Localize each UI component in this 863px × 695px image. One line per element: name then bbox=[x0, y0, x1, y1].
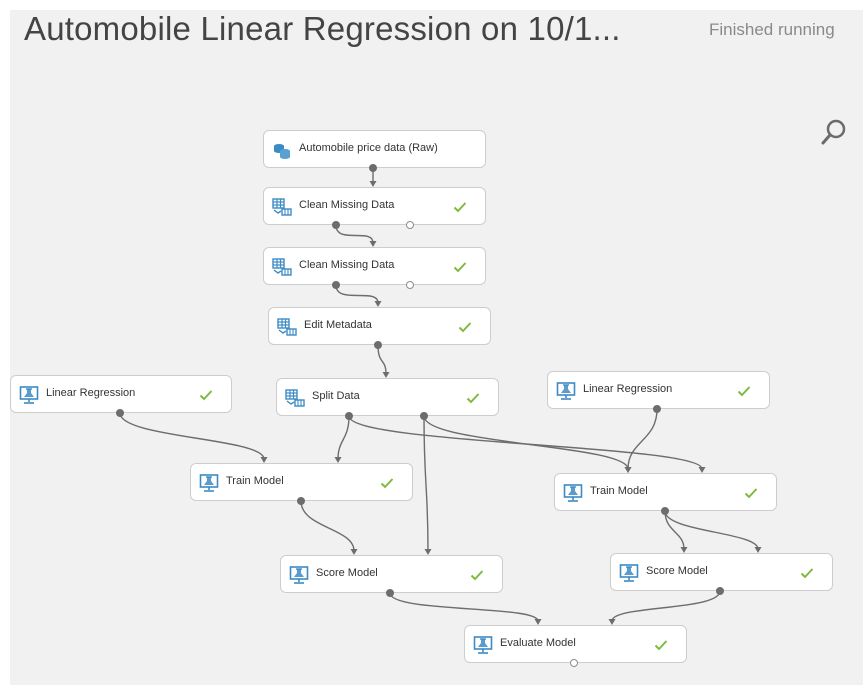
output-port[interactable] bbox=[653, 405, 661, 413]
model-icon bbox=[199, 473, 219, 493]
module-clean-missing-data[interactable]: Clean Missing Data bbox=[263, 187, 486, 225]
model-icon bbox=[556, 381, 576, 401]
search-icon[interactable] bbox=[820, 118, 848, 146]
output-port[interactable] bbox=[345, 412, 353, 420]
output-port[interactable] bbox=[369, 164, 377, 172]
output-port[interactable] bbox=[297, 497, 305, 505]
module-score-model[interactable]: Score Model bbox=[280, 555, 503, 593]
module-train-model[interactable]: Train Model bbox=[554, 473, 777, 511]
module-score-model[interactable]: Score Model bbox=[610, 553, 833, 591]
module-evaluate-model[interactable]: Evaluate Model bbox=[464, 625, 687, 663]
check-icon bbox=[737, 384, 751, 397]
output-port[interactable] bbox=[374, 341, 382, 349]
output-port[interactable] bbox=[420, 412, 428, 420]
check-icon bbox=[654, 638, 668, 651]
module-edit-metadata[interactable]: Edit Metadata bbox=[268, 307, 491, 345]
module-linear-regression[interactable]: Linear Regression bbox=[10, 375, 232, 413]
module-label: Clean Missing Data bbox=[299, 199, 395, 211]
model-icon bbox=[619, 563, 639, 583]
check-icon bbox=[466, 391, 480, 404]
model-icon bbox=[473, 635, 493, 655]
module-label: Automobile price data (Raw) bbox=[299, 142, 438, 154]
module-automobile-price-data-raw[interactable]: Automobile price data (Raw) bbox=[263, 130, 486, 168]
output-port[interactable] bbox=[406, 221, 414, 229]
module-label: Linear Regression bbox=[46, 387, 136, 399]
module-label: Train Model bbox=[590, 485, 648, 497]
module-clean-missing-data[interactable]: Clean Missing Data bbox=[263, 247, 486, 285]
output-port[interactable] bbox=[332, 281, 340, 289]
module-label: Score Model bbox=[646, 565, 708, 577]
model-icon bbox=[289, 565, 309, 585]
module-split-data[interactable]: Split Data bbox=[276, 378, 499, 416]
module-linear-regression[interactable]: Linear Regression bbox=[547, 371, 770, 409]
check-icon bbox=[458, 320, 472, 333]
check-icon bbox=[800, 566, 814, 579]
check-icon bbox=[453, 200, 467, 213]
output-port[interactable] bbox=[406, 281, 414, 289]
dataset-icon bbox=[272, 140, 292, 160]
output-port[interactable] bbox=[570, 659, 578, 667]
model-icon bbox=[19, 385, 39, 405]
output-port[interactable] bbox=[332, 221, 340, 229]
check-icon bbox=[453, 260, 467, 273]
model-icon bbox=[563, 483, 583, 503]
output-port[interactable] bbox=[661, 507, 669, 515]
check-icon bbox=[470, 568, 484, 581]
module-label: Score Model bbox=[316, 567, 378, 579]
module-label: Train Model bbox=[226, 475, 284, 487]
module-train-model[interactable]: Train Model bbox=[190, 463, 413, 501]
output-port[interactable] bbox=[386, 589, 394, 597]
check-icon bbox=[380, 476, 394, 489]
module-icon bbox=[272, 197, 292, 217]
check-icon bbox=[744, 486, 758, 499]
check-icon bbox=[199, 388, 213, 401]
output-port[interactable] bbox=[116, 409, 124, 417]
output-port[interactable] bbox=[716, 587, 724, 595]
run-status: Finished running bbox=[709, 20, 835, 39]
module-icon bbox=[277, 317, 297, 337]
module-icon bbox=[285, 388, 305, 408]
module-label: Clean Missing Data bbox=[299, 259, 395, 271]
module-label: Linear Regression bbox=[583, 383, 673, 395]
module-icon bbox=[272, 257, 292, 277]
module-label: Evaluate Model bbox=[500, 637, 576, 649]
module-label: Split Data bbox=[312, 390, 360, 402]
experiment-title[interactable]: Automobile Linear Regression on 10/1... bbox=[24, 10, 621, 47]
module-label: Edit Metadata bbox=[304, 319, 372, 331]
